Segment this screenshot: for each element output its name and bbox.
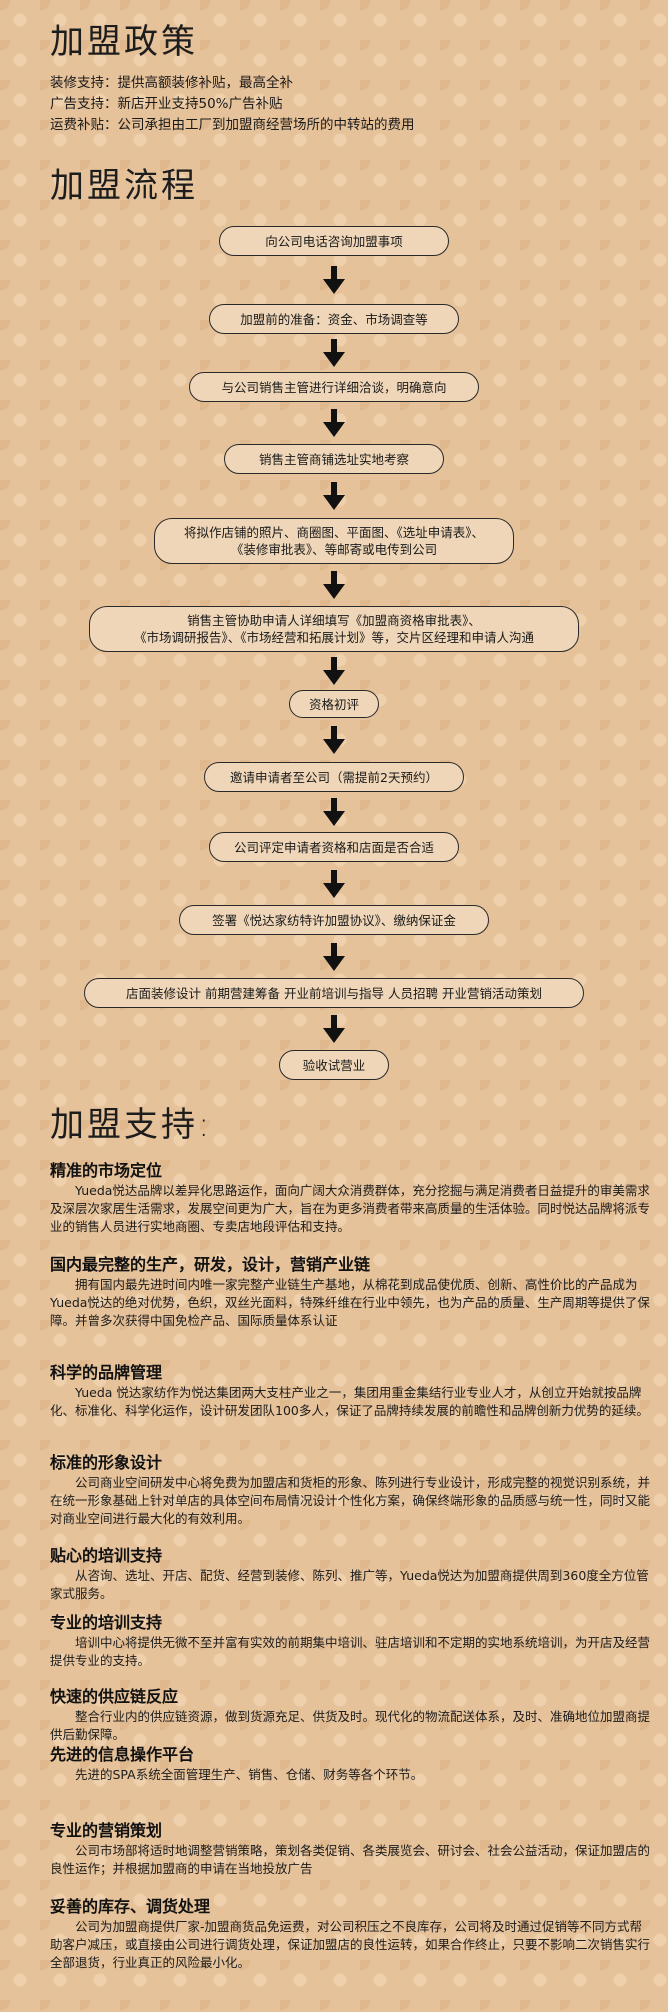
flow-arrow-icon [323, 869, 345, 898]
support-title: 加盟支持: [50, 1105, 213, 1145]
support-heading: 先进的信息操作平台 [50, 1745, 195, 1764]
flow-step: 店面装修设计 前期营建筹备 开业前培训与指导 人员招聘 开业营销活动策划 [84, 978, 584, 1008]
flow-step: 资格初评 [289, 690, 379, 718]
flow-arrow-icon [323, 482, 345, 510]
flow-arrow-icon [323, 657, 345, 685]
support-heading: 精准的市场定位 [50, 1161, 163, 1180]
support-item: 贴心的培训支持从咨询、选址、开店、配货、经营到装修、陈列、推广等，Yueda悦达… [50, 1545, 650, 1603]
support-text: 先进的SPA系统全面管理生产、销售、仓储、财务等各个环节。 [75, 1767, 424, 1782]
support-text: 整合行业内的供应链资源，做到货源充足、供货及时。现代化的物流配送体系，及时、准确… [50, 1709, 651, 1742]
support-heading: 贴心的培训支持 [50, 1546, 163, 1565]
flow-step: 将拟作店铺的照片、商圈图、平面图、《选址申请表》、 《装修审批表》、等邮寄或电传… [154, 518, 514, 564]
support-text: Yueda悦达品牌以差异化思路运作，面向广阔大众消费群体，充分挖掘与满足消费者日… [50, 1183, 651, 1234]
support-heading: 国内最完整的生产，研发，设计，营销产业链 [50, 1255, 371, 1274]
flow-step: 向公司电话咨询加盟事项 [219, 226, 449, 256]
flow-arrow-icon [323, 726, 345, 754]
policy-line: 广告支持：新店开业支持50%广告补贴 [50, 96, 283, 112]
support-heading: 标准的形象设计 [50, 1453, 163, 1472]
flow-arrow-icon [323, 571, 345, 599]
support-heading: 专业的培训支持 [50, 1613, 163, 1632]
support-heading: 专业的营销策划 [50, 1821, 163, 1840]
flow-arrow-icon [323, 339, 345, 367]
support-item: 妥善的库存、调货处理公司为加盟商提供厂家-加盟商货品免运费，对公司积压之不良库存… [50, 1896, 650, 1972]
flow-arrow-icon [323, 266, 345, 294]
support-heading: 快速的供应链反应 [50, 1687, 179, 1706]
support-heading: 科学的品牌管理 [50, 1363, 163, 1382]
support-text: 公司为加盟商提供厂家-加盟商货品免运费，对公司积压之不良库存，公司将及时通过促销… [50, 1919, 651, 1970]
flow-title: 加盟流程 [50, 166, 198, 206]
support-item: 标准的形象设计公司商业空间研发中心将免费为加盟店和货柜的形象、陈列进行专业设计，… [50, 1452, 650, 1528]
support-text: 从咨询、选址、开店、配货、经营到装修、陈列、推广等，Yueda悦达为加盟商提供周… [50, 1568, 649, 1601]
flow-step: 签署《悦达家纺特许加盟协议》、缴纳保证金 [179, 905, 489, 935]
support-heading: 妥善的库存、调货处理 [50, 1897, 211, 1916]
flow-step: 销售主管协助申请人详细填写《加盟商资格审批表》、 《市场调研报告》、《市场经营和… [89, 606, 579, 652]
support-text: 培训中心将提供无微不至并富有实效的前期集中培训、驻店培训和不定期的实地系统培训，… [50, 1635, 651, 1668]
support-item: 专业的培训支持培训中心将提供无微不至并富有实效的前期集中培训、驻店培训和不定期的… [50, 1612, 650, 1670]
flow-arrow-icon [323, 942, 345, 971]
flow-step: 与公司销售主管进行详细洽谈，明确意向 [189, 372, 479, 402]
support-item: 科学的品牌管理 Yueda 悦达家纺作为悦达集团两大支柱产业之一，集团用重金集结行… [50, 1362, 650, 1420]
support-item: 国内最完整的生产，研发，设计，营销产业链拥有国内最先进时间内唯一家完整产业链生产… [50, 1254, 650, 1330]
flow-arrow-icon [323, 1015, 345, 1043]
flow-step: 邀请申请者至公司（需提前2天预约） [204, 762, 464, 792]
flow-arrow-icon [323, 798, 345, 826]
support-item: 先进的信息操作平台先进的SPA系统全面管理生产、销售、仓储、财务等各个环节。 [50, 1744, 650, 1784]
support-item: 专业的营销策划公司市场部将适时地调整营销策略，策划各类促销、各类展览会、研讨会、… [50, 1820, 650, 1878]
policy-line: 装修支持：提供高额装修补贴，最高全补 [50, 75, 293, 91]
flow-step: 验收试营业 [279, 1050, 389, 1080]
flow-step: 加盟前的准备：资金、市场调查等 [209, 304, 459, 334]
policy-line: 运费补贴：公司承担由工厂到加盟商经营场所的中转站的费用 [50, 117, 415, 133]
support-item: 快速的供应链反应整合行业内的供应链资源，做到货源充足、供货及时。现代化的物流配送… [50, 1686, 650, 1744]
policy-title: 加盟政策 [50, 22, 198, 62]
flow-step: 公司评定申请者资格和店面是否合适 [209, 832, 459, 862]
support-text: 拥有国内最先进时间内唯一家完整产业链生产基地，从棉花到成品使优质、创新、高性价比… [50, 1277, 650, 1328]
flow-step: 销售主管商铺选址实地考察 [224, 444, 444, 474]
support-item: 精准的市场定位 Yueda悦达品牌以差异化思路运作，面向广阔大众消费群体，充分挖掘… [50, 1160, 650, 1236]
policy-list: 装修支持：提供高额装修补贴，最高全补 广告支持：新店开业支持50%广告补贴 运费… [50, 73, 415, 136]
support-text: 公司市场部将适时地调整营销策略，策划各类促销、各类展览会、研讨会、社会公益活动，… [50, 1843, 651, 1876]
support-text: 公司商业空间研发中心将免费为加盟店和货柜的形象、陈列进行专业设计，形成完整的视觉… [50, 1475, 651, 1526]
support-text: Yueda 悦达家纺作为悦达集团两大支柱产业之一，集团用重金集结行业专业人才，从… [50, 1385, 649, 1418]
flow-arrow-icon [323, 409, 345, 437]
